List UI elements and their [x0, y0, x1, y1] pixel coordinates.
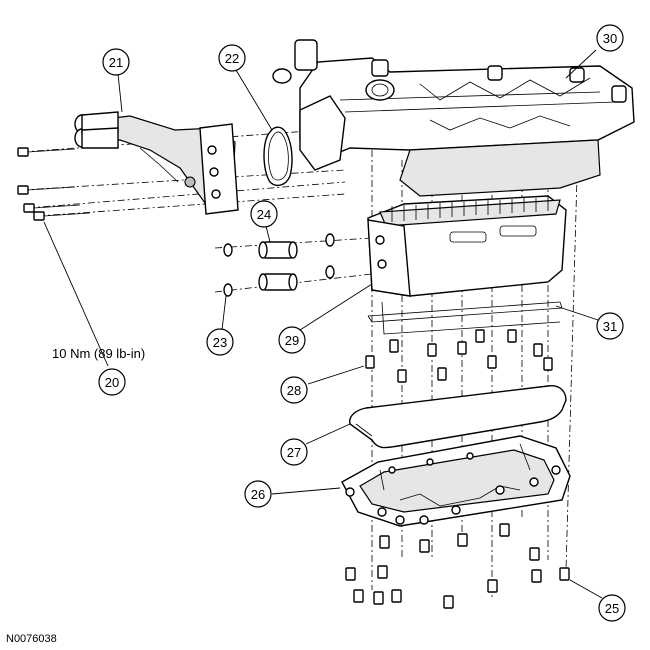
- callout-21: 21: [102, 48, 130, 76]
- svg-text:25: 25: [605, 601, 619, 616]
- svg-text:27: 27: [287, 445, 301, 460]
- figure-id: N0076038: [6, 633, 57, 645]
- gasket-22: [263, 126, 293, 187]
- callout-27: 27: [280, 438, 308, 466]
- upper-housing-30: [272, 39, 635, 197]
- cooler-29: [367, 195, 567, 297]
- svg-text:30: 30: [603, 31, 617, 46]
- svg-text:20: 20: [105, 375, 119, 390]
- callout-22: 22: [218, 44, 246, 72]
- bolts-25: [345, 523, 570, 609]
- gasket-31: [367, 301, 563, 335]
- o-rings-23: [223, 233, 335, 297]
- leader-lines: [43, 49, 603, 599]
- tube-assembly-21: [74, 111, 239, 215]
- svg-text:23: 23: [213, 335, 227, 350]
- callout-31: 31: [596, 312, 624, 340]
- bolts-28: [365, 329, 553, 383]
- svg-text:21: 21: [109, 55, 123, 70]
- svg-text:22: 22: [225, 51, 239, 66]
- callout-30: 30: [596, 24, 624, 52]
- callout-20: 20: [98, 368, 126, 396]
- callout-23: 23: [206, 328, 234, 356]
- callout-29: 29: [278, 326, 306, 354]
- svg-text:29: 29: [285, 333, 299, 348]
- callout-24: 24: [250, 200, 278, 228]
- callout-28: 28: [280, 376, 308, 404]
- svg-text:24: 24: [257, 207, 271, 222]
- callout-25: 25: [598, 594, 626, 622]
- torque-spec-label: 10 Nm (89 lb-in): [52, 346, 145, 361]
- svg-text:28: 28: [287, 383, 301, 398]
- oil-pan-26: [341, 435, 571, 527]
- pan-gasket-27: [349, 385, 567, 449]
- svg-text:31: 31: [603, 319, 617, 334]
- tubes-24: [258, 241, 298, 291]
- svg-text:26: 26: [251, 487, 265, 502]
- callout-26: 26: [244, 480, 272, 508]
- bolts-20: [17, 147, 91, 221]
